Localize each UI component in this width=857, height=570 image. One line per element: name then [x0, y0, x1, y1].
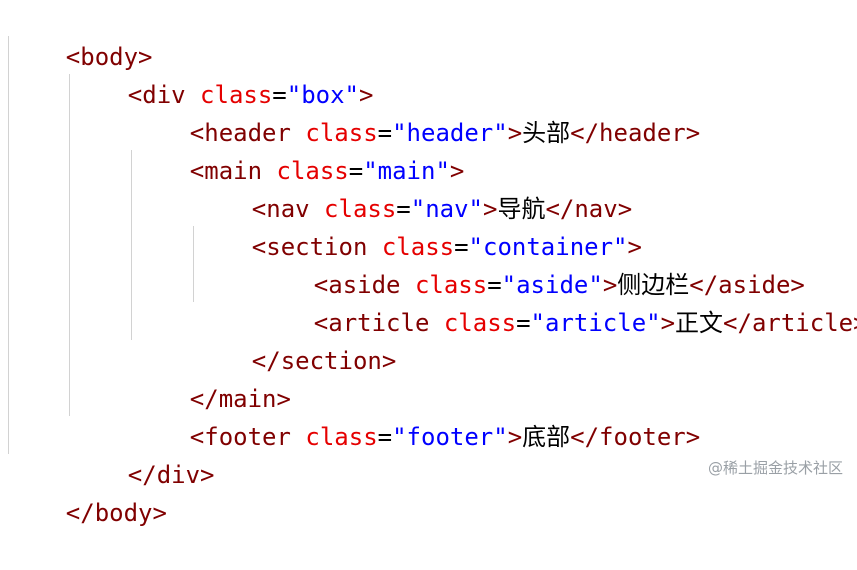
equals-sign: = [377, 119, 393, 147]
attribute-value: "article" [530, 309, 661, 337]
tag-open: </body> [65, 499, 167, 527]
tag-open: <nav [251, 195, 325, 223]
element-text: 正文 [675, 309, 724, 337]
indent-guide [8, 36, 9, 454]
tag-close: > [507, 423, 523, 451]
equals-sign: = [272, 81, 287, 109]
code-line: <footer class="footer">底部</footer> [132, 380, 700, 451]
attribute-name: class [305, 423, 378, 451]
tag-open: <footer [189, 423, 306, 451]
tag-open: </section> [251, 347, 397, 375]
tag-close: > [449, 157, 465, 185]
equals-sign: = [487, 271, 502, 299]
code-line: </section> [194, 304, 397, 375]
code-line: </div> [70, 418, 215, 489]
attribute-name: class [276, 157, 349, 185]
tag-close: > [507, 119, 523, 147]
tag-open: </div> [127, 461, 215, 489]
attribute-name: class [305, 119, 378, 147]
tag-open: <article [313, 309, 444, 337]
end-tag: </nav> [545, 195, 633, 223]
tag-close: > [483, 195, 498, 223]
attribute-value: "header" [392, 119, 508, 147]
code-line: <div class="box"> [70, 38, 374, 109]
indent-guide [193, 226, 194, 302]
attribute-name: class [200, 81, 273, 109]
code-line: <article class="article">正文</article> [256, 266, 857, 337]
tag-close: > [359, 81, 374, 109]
code-line: <nav class="nav">导航</nav> [194, 152, 632, 223]
indent-guide [131, 150, 132, 340]
code-line: <section class="container"> [194, 190, 642, 261]
attribute-name: class [324, 195, 397, 223]
tag-close: > [602, 271, 618, 299]
tag-open: <body> [65, 43, 153, 71]
watermark: @稀土掘金技术社区 [707, 459, 843, 477]
tag-open: <main [189, 157, 277, 185]
code-line: <header class="header">头部</header> [132, 76, 700, 147]
code-line: <body> [8, 0, 153, 71]
tag-open: </main> [189, 385, 291, 413]
attribute-value: "footer" [392, 423, 508, 451]
indent-guide [69, 74, 70, 416]
attribute-value: "main" [363, 157, 450, 185]
attribute-value: "box" [286, 81, 359, 109]
attribute-value: "nav" [410, 195, 483, 223]
end-tag: </header> [570, 119, 701, 147]
tag-close: > [660, 309, 676, 337]
element-text: 底部 [522, 423, 571, 451]
tag-open: <aside [313, 271, 415, 299]
equals-sign: = [454, 233, 469, 261]
attribute-value: "aside" [501, 271, 603, 299]
tag-close: > [627, 233, 642, 261]
end-tag: </aside> [689, 271, 805, 299]
equals-sign: = [396, 195, 411, 223]
element-text: 导航 [497, 195, 546, 223]
attribute-name: class [381, 233, 455, 261]
tag-open: <section [251, 233, 382, 261]
code-line: <aside class="aside">侧边栏</aside> [256, 228, 805, 299]
code-line: </main> [132, 342, 291, 413]
attribute-name: class [443, 309, 517, 337]
element-text: 头部 [522, 119, 571, 147]
attribute-value: "container" [468, 233, 628, 261]
tag-open: <div [127, 81, 201, 109]
element-text: 侧边栏 [617, 271, 690, 299]
end-tag: </footer> [570, 423, 701, 451]
equals-sign: = [516, 309, 531, 337]
end-tag: </article> [723, 309, 857, 337]
tag-open: <header [189, 119, 306, 147]
equals-sign: = [377, 423, 393, 451]
attribute-name: class [414, 271, 488, 299]
equals-sign: = [348, 157, 364, 185]
code-line: </body> [8, 456, 167, 527]
code-line: <main class="main"> [132, 114, 465, 185]
code-editor: <body> <div class="box"> <header class="… [8, 0, 857, 527]
